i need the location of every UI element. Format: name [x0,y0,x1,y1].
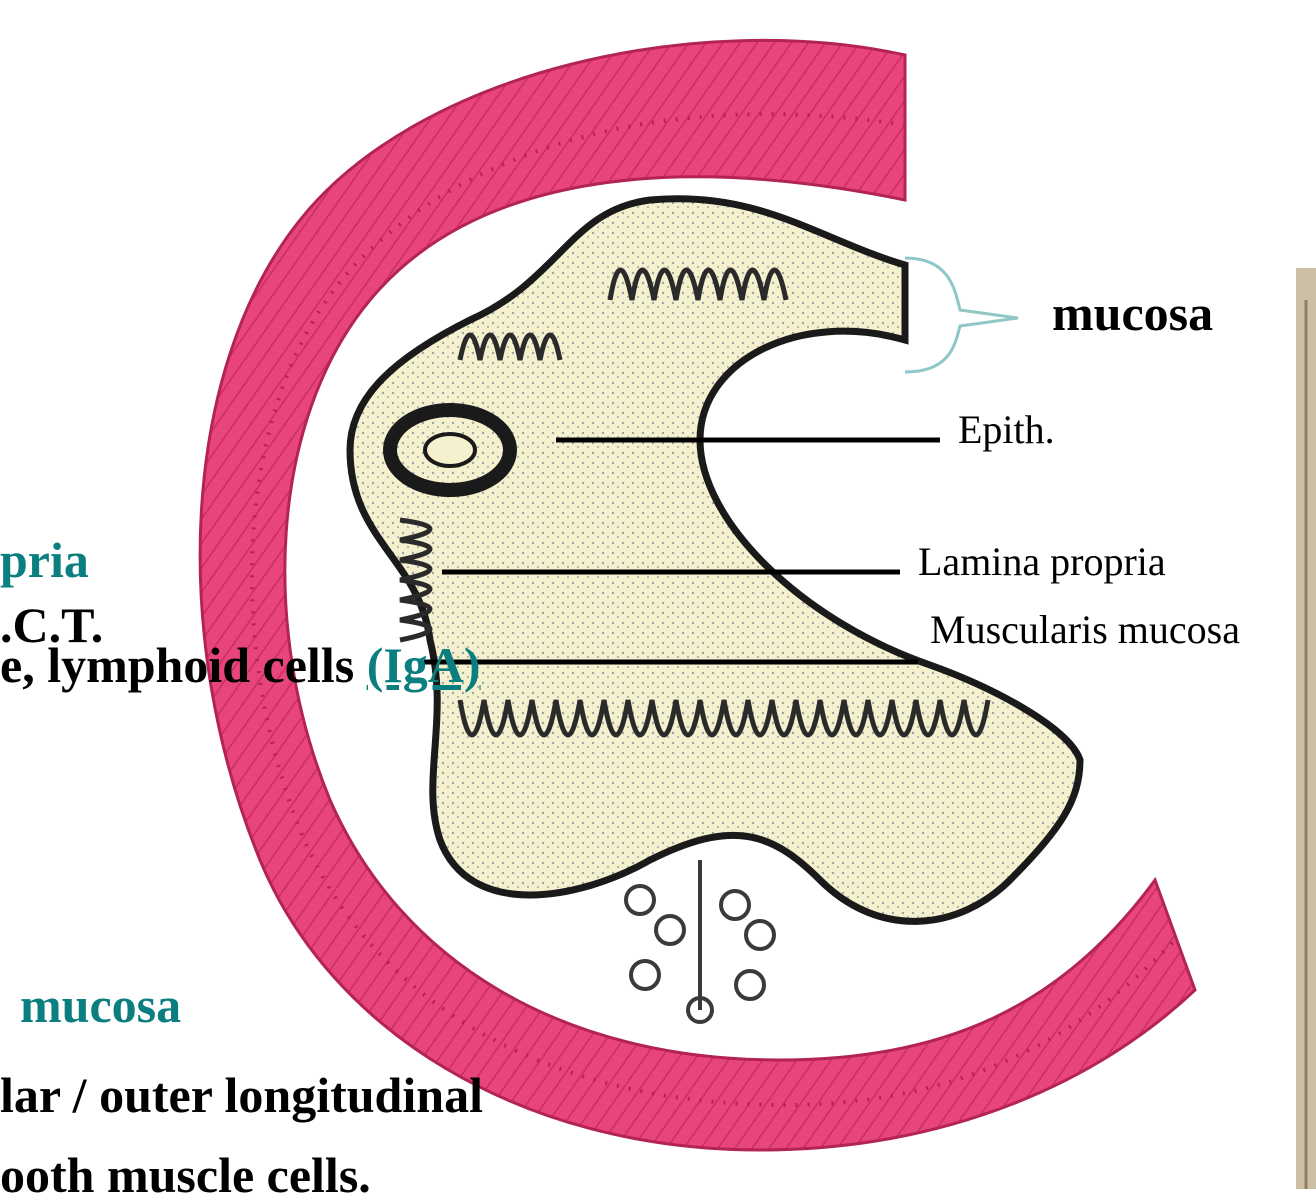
mucosa-brace [905,258,1018,372]
note-smooth-muscle: ooth muscle cells. [0,1150,371,1200]
submucosal-glands [626,860,774,1022]
note-lymphoid-text: e, lymphoid cells [0,637,354,693]
note-lymphoid-cells: e, lymphoid cells (IgA) [0,640,481,690]
lamina-propria-label: Lamina propria [918,542,1166,582]
note-muscularis-heading: mucosa [20,980,181,1030]
note-lamina-propria-heading: pria [0,535,89,585]
muscularis-mucosa-label: Muscularis mucosa [930,610,1240,650]
epith-label: Epith. [958,410,1055,450]
iga-link[interactable]: (IgA) [367,637,481,693]
mucosa-label: mucosa [1052,288,1213,338]
note-muscle-layers: lar / outer longitudinal [0,1070,483,1120]
